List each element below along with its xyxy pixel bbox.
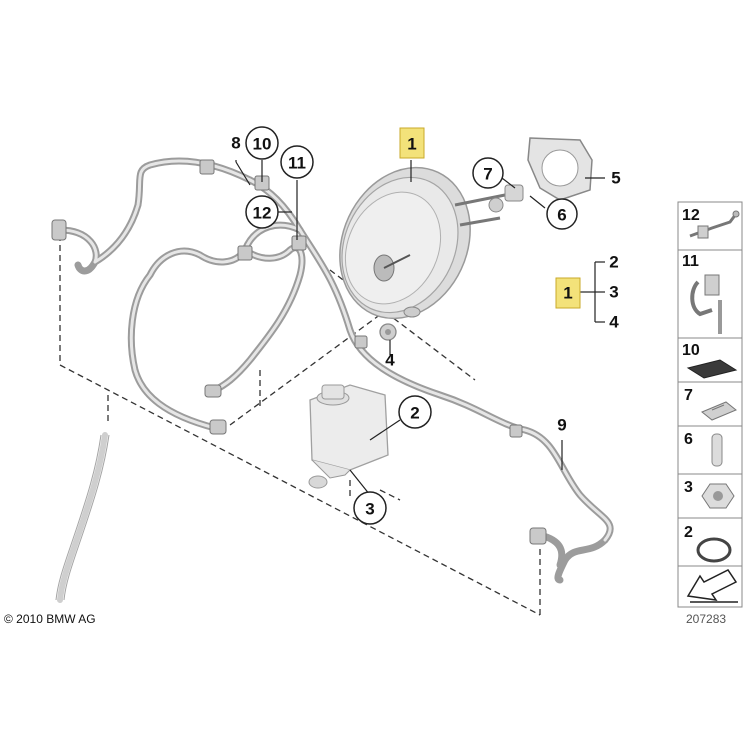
copyright-text: © 2010 BMW AG xyxy=(4,612,96,626)
retaining-clip xyxy=(504,184,524,202)
pin-icon xyxy=(711,433,723,467)
grommet xyxy=(379,323,397,341)
diagram-number: 207283 xyxy=(686,612,727,626)
callout-1-main-label: 1 xyxy=(407,135,416,154)
vent-tube-outline xyxy=(55,434,110,601)
group-label-3: 3 xyxy=(609,283,618,302)
svg-text:3: 3 xyxy=(365,500,374,519)
callout-6: 6 xyxy=(546,198,578,230)
bracket-clip-icon xyxy=(689,210,740,239)
o-ring-icon xyxy=(696,537,732,563)
hose-connectors xyxy=(51,159,547,545)
legend-number-2: 2 xyxy=(684,524,693,541)
legend-number-12: 12 xyxy=(682,207,700,224)
svg-text:10: 10 xyxy=(253,135,272,154)
callout-4: 4 xyxy=(385,351,395,370)
callout-7: 7 xyxy=(472,157,504,189)
callout-9: 9 xyxy=(557,416,566,435)
group-label-2: 2 xyxy=(609,253,618,272)
brake-booster xyxy=(339,166,506,320)
callout-10: 10 xyxy=(245,126,279,160)
callout-12: 12 xyxy=(245,195,279,229)
assembly-dashed-frame xyxy=(59,235,541,616)
vent-tube xyxy=(57,432,108,603)
arrow-icon xyxy=(686,569,738,603)
legend-number-10: 10 xyxy=(682,342,700,359)
brake-fluid-reservoir xyxy=(308,384,389,489)
callout-1-group: 1 xyxy=(555,277,581,309)
callout-1-group-label: 1 xyxy=(563,284,572,303)
vacuum-hoses xyxy=(56,157,614,584)
foam-pad-icon xyxy=(686,359,738,379)
svg-text:7: 7 xyxy=(483,165,492,184)
callout-1-main: 1 xyxy=(399,127,425,159)
callout-8: 8 xyxy=(231,134,240,153)
retaining-clip-icon xyxy=(701,401,737,421)
callout-5: 5 xyxy=(611,169,620,188)
hose-clamp-icon xyxy=(690,274,722,334)
hose-inner-highlight xyxy=(58,159,612,542)
callout-2: 2 xyxy=(398,395,432,429)
hex-nut-icon xyxy=(701,483,735,509)
legend-number-11: 11 xyxy=(682,253,699,270)
legend-panel: 12 11 10 7 6 3 xyxy=(677,201,743,608)
svg-text:12: 12 xyxy=(253,204,272,223)
legend-number-6: 6 xyxy=(684,431,693,448)
svg-text:6: 6 xyxy=(557,206,566,225)
leader-lines xyxy=(235,160,605,496)
group-label-4: 4 xyxy=(609,313,619,332)
legend-number-7: 7 xyxy=(684,387,693,404)
svg-text:11: 11 xyxy=(288,154,306,173)
gasket xyxy=(527,137,593,201)
callout-3: 3 xyxy=(353,491,387,525)
svg-text:2: 2 xyxy=(410,404,419,423)
callout-11: 11 xyxy=(280,145,314,179)
legend-number-3: 3 xyxy=(684,479,693,496)
